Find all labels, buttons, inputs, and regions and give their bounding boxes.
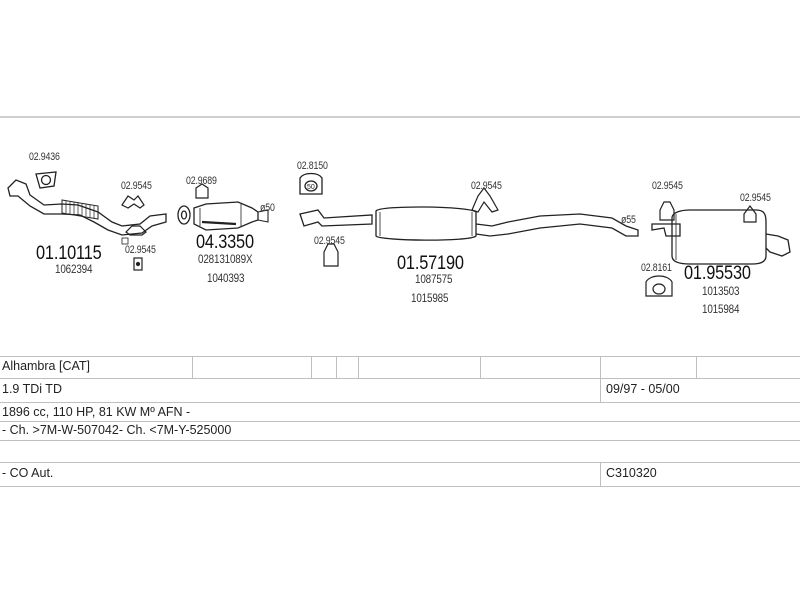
table-divider	[696, 356, 697, 378]
accessory-code: 02.9545	[121, 180, 152, 192]
middle-silencer-drawing	[299, 206, 639, 241]
accessory-code: 02.9545	[471, 180, 502, 192]
part-ref: 1013503	[702, 286, 740, 298]
table-line	[0, 402, 800, 403]
accessory-code: 02.8150	[297, 160, 328, 172]
part-code-3: 01.57190	[397, 253, 464, 274]
table-divider	[600, 462, 601, 486]
table-divider	[358, 356, 359, 378]
table-line	[0, 378, 800, 379]
part-ref: 1062394	[55, 264, 93, 276]
table-divider	[600, 356, 601, 378]
table-cell: 1896 cc, 110 HP, 81 KW Mº AFN -	[2, 405, 191, 419]
accessory-code: 02.9545	[125, 244, 156, 256]
table-cell: - Ch. >7M-W-507042- Ch. <7M-Y-525000	[2, 423, 232, 437]
hanger-drawing-2	[195, 183, 209, 199]
hanger-drawing	[121, 195, 147, 271]
rear-silencer-drawing	[651, 209, 791, 265]
svg-text:50: 50	[307, 184, 315, 191]
part-ref: 1015984	[702, 304, 740, 316]
part-ref: 028131089X	[198, 254, 253, 266]
table-cell: - CO Aut.	[2, 466, 54, 480]
accessory-code: 02.9545	[652, 180, 683, 192]
accessory-code: 02.9545	[740, 192, 771, 204]
accessory-code: 02.8161	[641, 262, 672, 274]
gasket-ring-drawing	[35, 171, 57, 189]
part-ref: 1087575	[415, 274, 453, 286]
table-line	[0, 421, 800, 422]
table-cell: 09/97 - 05/00	[606, 382, 680, 396]
table-cell: C310320	[606, 466, 657, 480]
table-cell: Alhambra [CAT]	[2, 359, 90, 373]
hanger-drawing-3	[323, 187, 499, 267]
diameter-label: ø55	[621, 214, 636, 226]
accessory-code: 02.9545	[314, 235, 345, 247]
diameter-label: ø50	[260, 202, 275, 214]
table-divider	[600, 378, 601, 402]
hanger-drawing-4	[645, 201, 757, 297]
front-pipe-drawing	[7, 179, 167, 236]
table-line	[0, 440, 800, 441]
part-code-4: 01.95530	[684, 263, 751, 284]
table-divider	[311, 356, 312, 378]
table-line	[0, 486, 800, 487]
table-line	[0, 356, 800, 357]
table-divider	[336, 356, 337, 378]
round-hanger-drawing: 50	[299, 172, 323, 195]
table-line	[0, 462, 800, 463]
part-ref: 1015985	[411, 293, 449, 305]
table-divider	[192, 356, 193, 378]
part-ref: 1040393	[207, 273, 245, 285]
table-cell: 1.9 TDi TD	[2, 382, 62, 396]
part-code-1: 01.10115	[36, 243, 102, 264]
part-code-2: 04.3350	[196, 232, 254, 253]
catalytic-converter-drawing	[177, 201, 269, 231]
accessory-code: 02.9436	[29, 151, 60, 163]
accessory-code: 02.9689	[186, 175, 217, 187]
table-divider	[480, 356, 481, 378]
